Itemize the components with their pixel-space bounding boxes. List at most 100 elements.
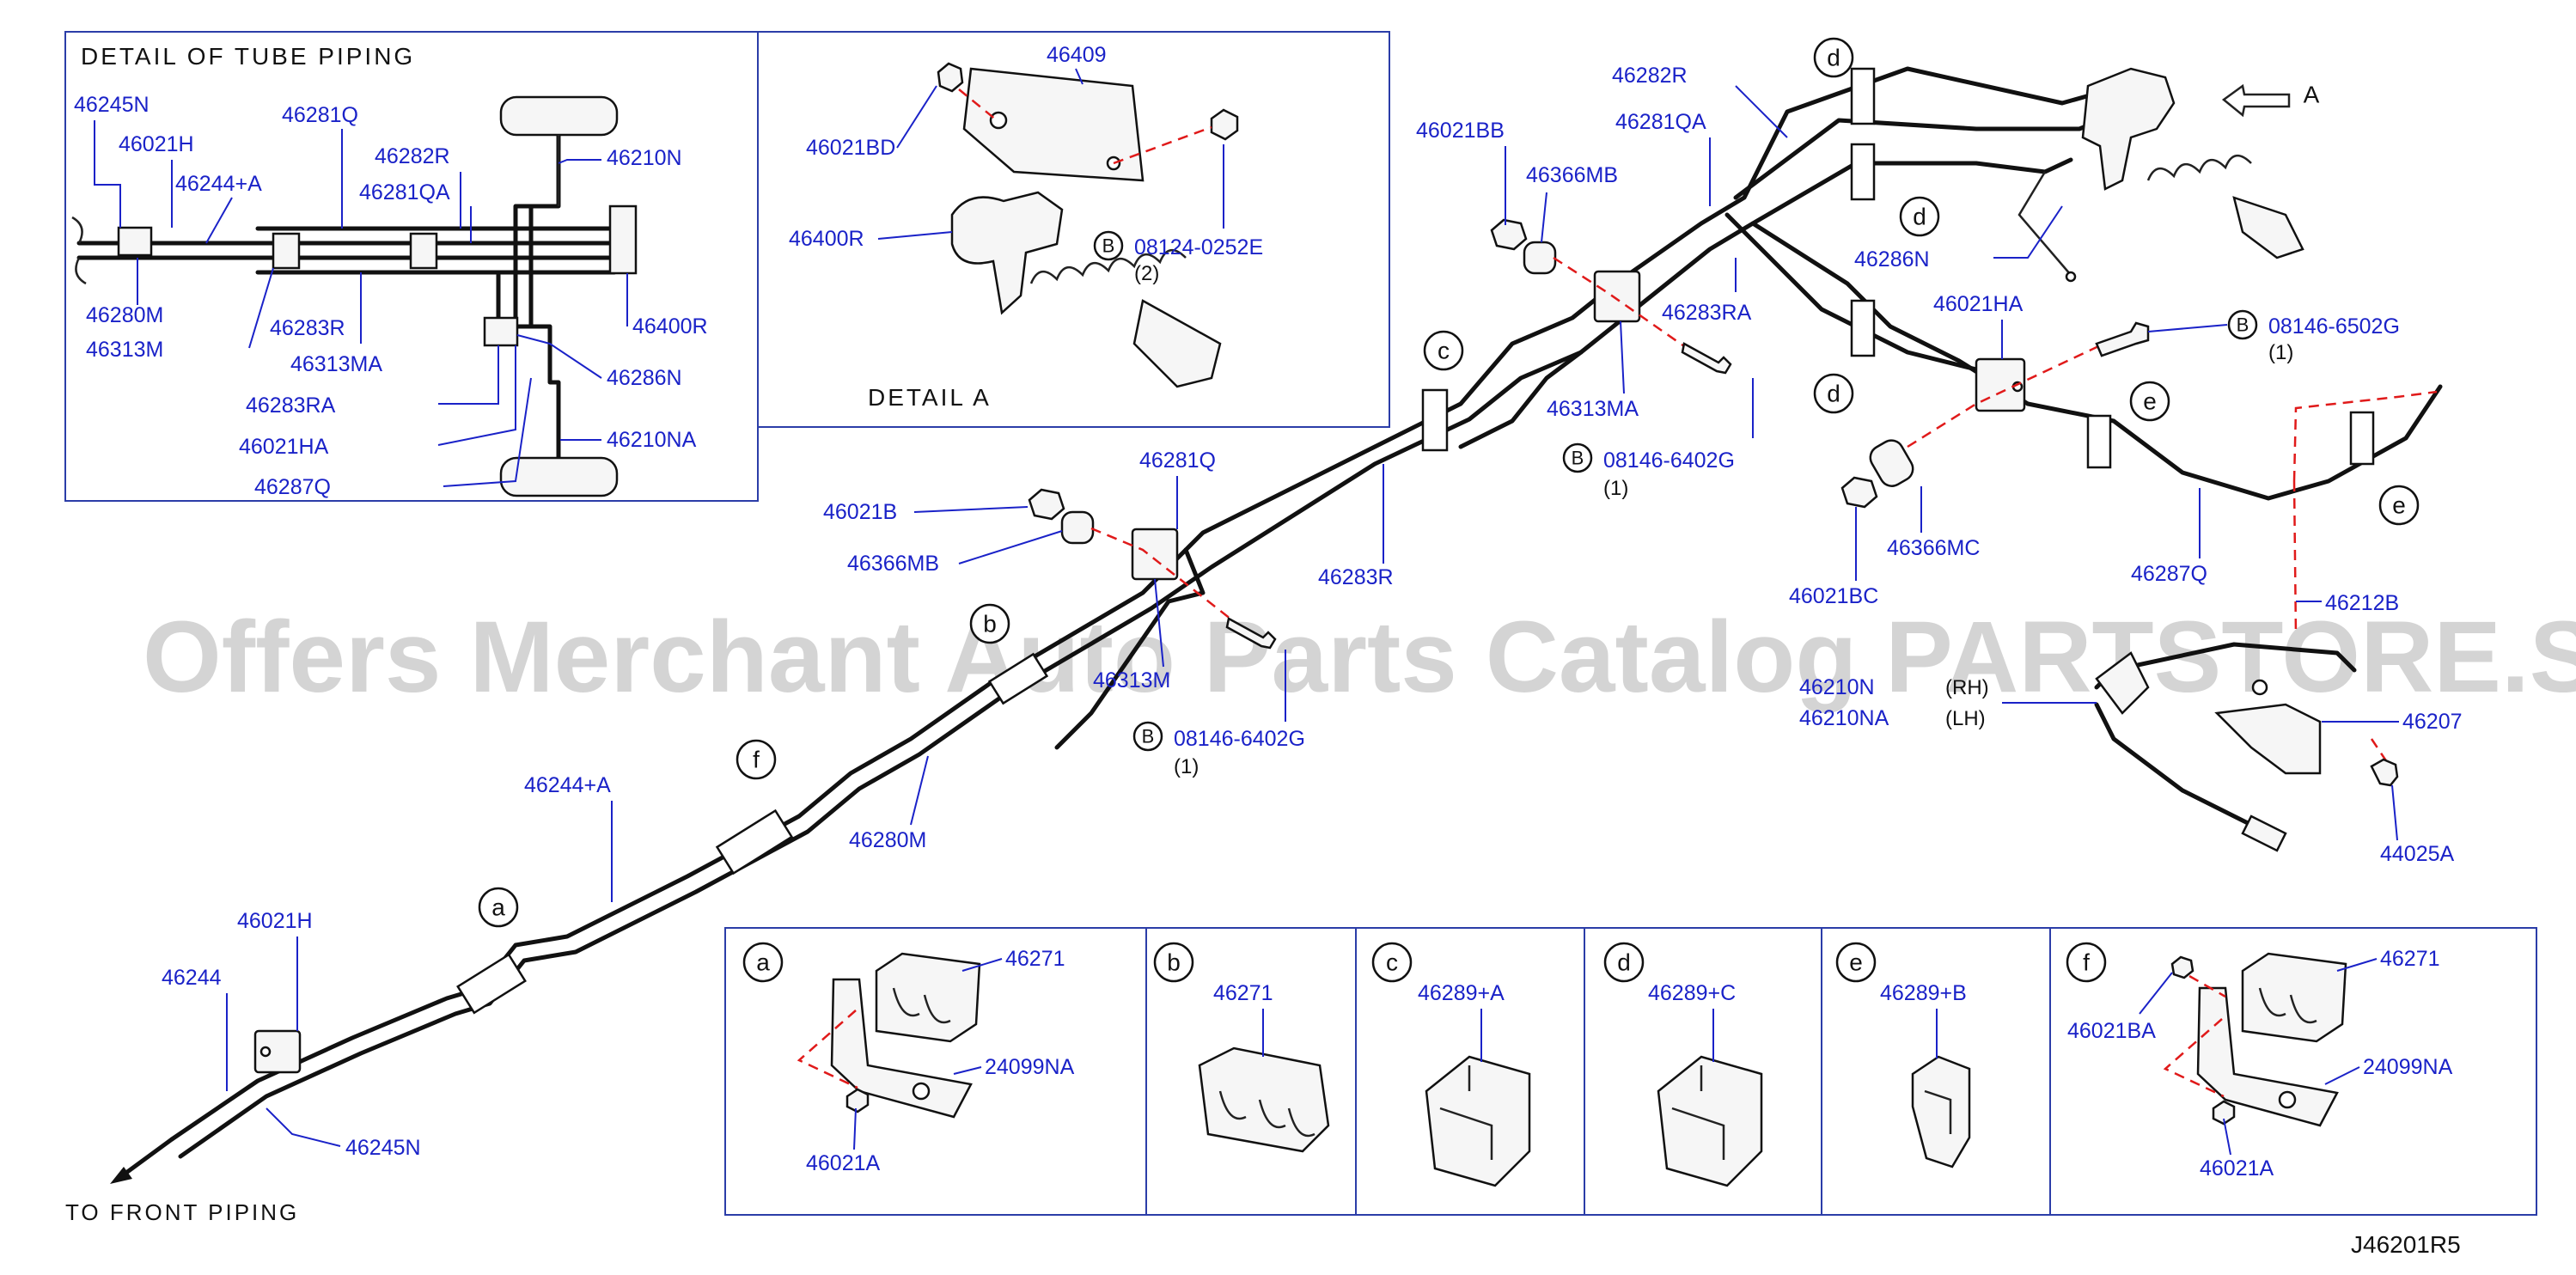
label-46245N-main: 46245N — [345, 1136, 421, 1160]
label-46286N-main: 46286N — [1854, 247, 1930, 271]
label-46400R-detail: 46400R — [632, 314, 708, 339]
rear-wheel-bottom — [499, 456, 619, 497]
label-46280M-main: 46280M — [849, 828, 926, 852]
clip-panel-a: a 46271 24099NA 46021A — [742, 942, 1075, 1175]
bolt-08146-low — [1225, 617, 1277, 650]
bolt-08146-mid — [1681, 342, 1732, 375]
label-46021HA-main: 46021HA — [1933, 292, 2024, 316]
svg-text:b: b — [983, 611, 997, 638]
label-46287Q-main: 46287Q — [2131, 562, 2207, 586]
clip-panels-frame — [724, 927, 2537, 1216]
label-46021B: 46021B — [823, 500, 897, 524]
svg-text:b: b — [1167, 949, 1181, 976]
tube-clamp-1 — [272, 232, 301, 270]
label-46244-main: 46244 — [162, 966, 222, 990]
qty-08146-mid: (1) — [1603, 477, 1628, 500]
junction-block — [483, 316, 519, 347]
detail-tube-title: DETAIL OF TUBE PIPING — [81, 43, 415, 70]
clip-tag-f — [715, 808, 794, 875]
valve-46400R-main — [2081, 67, 2176, 191]
svg-text:B: B — [2237, 314, 2249, 336]
label-46400R-a: 46400R — [789, 227, 864, 251]
label-46280M-detail: 46280M — [86, 303, 163, 327]
label-46244A-main: 46244+A — [524, 773, 611, 797]
svg-text:e: e — [1849, 949, 1863, 976]
clip-panel-e: e 46289+B — [1835, 942, 1971, 1168]
marker-d3 — [1813, 373, 1854, 414]
label-08146-low: 08146-6402G — [1174, 727, 1305, 751]
svg-text:d: d — [1617, 949, 1631, 976]
watermark: Offers Merchant Auto Parts Catalog PARTS… — [143, 601, 2576, 714]
label-46210NA-detail: 46210NA — [607, 428, 697, 452]
grommet-46366MC — [1869, 439, 1914, 487]
bolt-44025A — [2370, 758, 2399, 787]
label-46244A: 46244+A — [175, 172, 262, 196]
label-46210NA-main: 46210NA — [1799, 706, 1889, 730]
label-46287Q-detail: 46287Q — [254, 475, 331, 499]
svg-text:d: d — [1913, 204, 1926, 230]
svg-text:46271: 46271 — [1005, 947, 1065, 971]
label-46210N-detail: 46210N — [607, 146, 682, 170]
clip-tag-d1 — [1850, 67, 1876, 125]
rear-wheel-top — [499, 95, 619, 137]
clip-tag-b — [987, 652, 1049, 705]
label-46021BC: 46021BC — [1789, 584, 1878, 608]
pipe-46287Q — [2025, 384, 2443, 501]
label-46283R-main: 46283R — [1318, 565, 1394, 589]
pipe-46286N — [1750, 157, 2073, 226]
front-junction-block — [117, 226, 153, 257]
bolt-marker-b-mid — [1562, 442, 1593, 473]
svg-text:46021A: 46021A — [806, 1151, 881, 1175]
svg-text:d: d — [1827, 381, 1840, 407]
view-arrow — [2221, 83, 2291, 118]
label-46313M-detail: 46313M — [86, 338, 163, 362]
linkage-plate-main — [2232, 196, 2304, 259]
bolt-marker-b-right — [2227, 309, 2258, 340]
clip-tag-e1 — [2086, 414, 2112, 469]
label-46282R: 46282R — [375, 144, 450, 168]
svg-text:e: e — [2143, 388, 2157, 415]
bolt-marker-b-a — [1093, 230, 1124, 261]
label-46210N-main: 46210N — [1799, 675, 1875, 699]
svg-text:46271: 46271 — [2380, 947, 2440, 971]
svg-text:46271: 46271 — [1213, 981, 1273, 1005]
svg-text:f: f — [753, 747, 760, 773]
label-46283RA-detail: 46283RA — [246, 393, 336, 418]
svg-text:f: f — [2083, 949, 2090, 976]
clip-tag-a — [456, 953, 527, 1015]
hose-end-fitting — [2095, 651, 2150, 715]
detail-a-title: DETAIL A — [868, 384, 992, 411]
svg-text:c: c — [1438, 338, 1450, 364]
marker-b — [969, 603, 1010, 644]
svg-text:46289+B: 46289+B — [1880, 981, 1967, 1005]
bracket-46207 — [2214, 703, 2322, 775]
label-46281QA: 46281QA — [359, 180, 450, 204]
marker-a — [478, 887, 519, 928]
view-arrow-label: A — [2304, 82, 2320, 108]
junction-46021H — [253, 1029, 302, 1074]
label-46313M-main: 46313M — [1093, 668, 1170, 692]
main-piping: TO FRONT PIPING a b c d d d e e — [65, 37, 2463, 1225]
label-46281QA-main: 46281QA — [1615, 110, 1706, 134]
svg-text:46021BA: 46021BA — [2067, 1019, 2156, 1043]
bolt-08146-right — [2095, 321, 2150, 357]
junction-46313MA — [1593, 270, 1641, 323]
nut-46021B — [1028, 488, 1065, 521]
label-rh: (RH) — [1945, 676, 1989, 699]
proportioning-valve — [608, 204, 638, 275]
linkage-plate — [1132, 299, 1222, 388]
tube-clamp-2 — [409, 232, 438, 270]
label-46366MC: 46366MC — [1887, 536, 1980, 560]
to-front-arrow — [110, 1167, 132, 1184]
nut-46021BD — [937, 62, 964, 93]
label-46021HA-detail: 46021HA — [239, 435, 329, 459]
hose-fitting-low — [2241, 814, 2287, 852]
clip-panel-d: d 46289+C — [1603, 942, 1763, 1187]
marker-f — [736, 739, 777, 780]
nut-46021BC — [1840, 476, 1878, 509]
label-46021H: 46021H — [119, 132, 194, 156]
label-08146-mid: 08146-6402G — [1603, 448, 1735, 473]
label-46281Q: 46281Q — [282, 103, 358, 127]
svg-text:d: d — [1827, 45, 1840, 71]
